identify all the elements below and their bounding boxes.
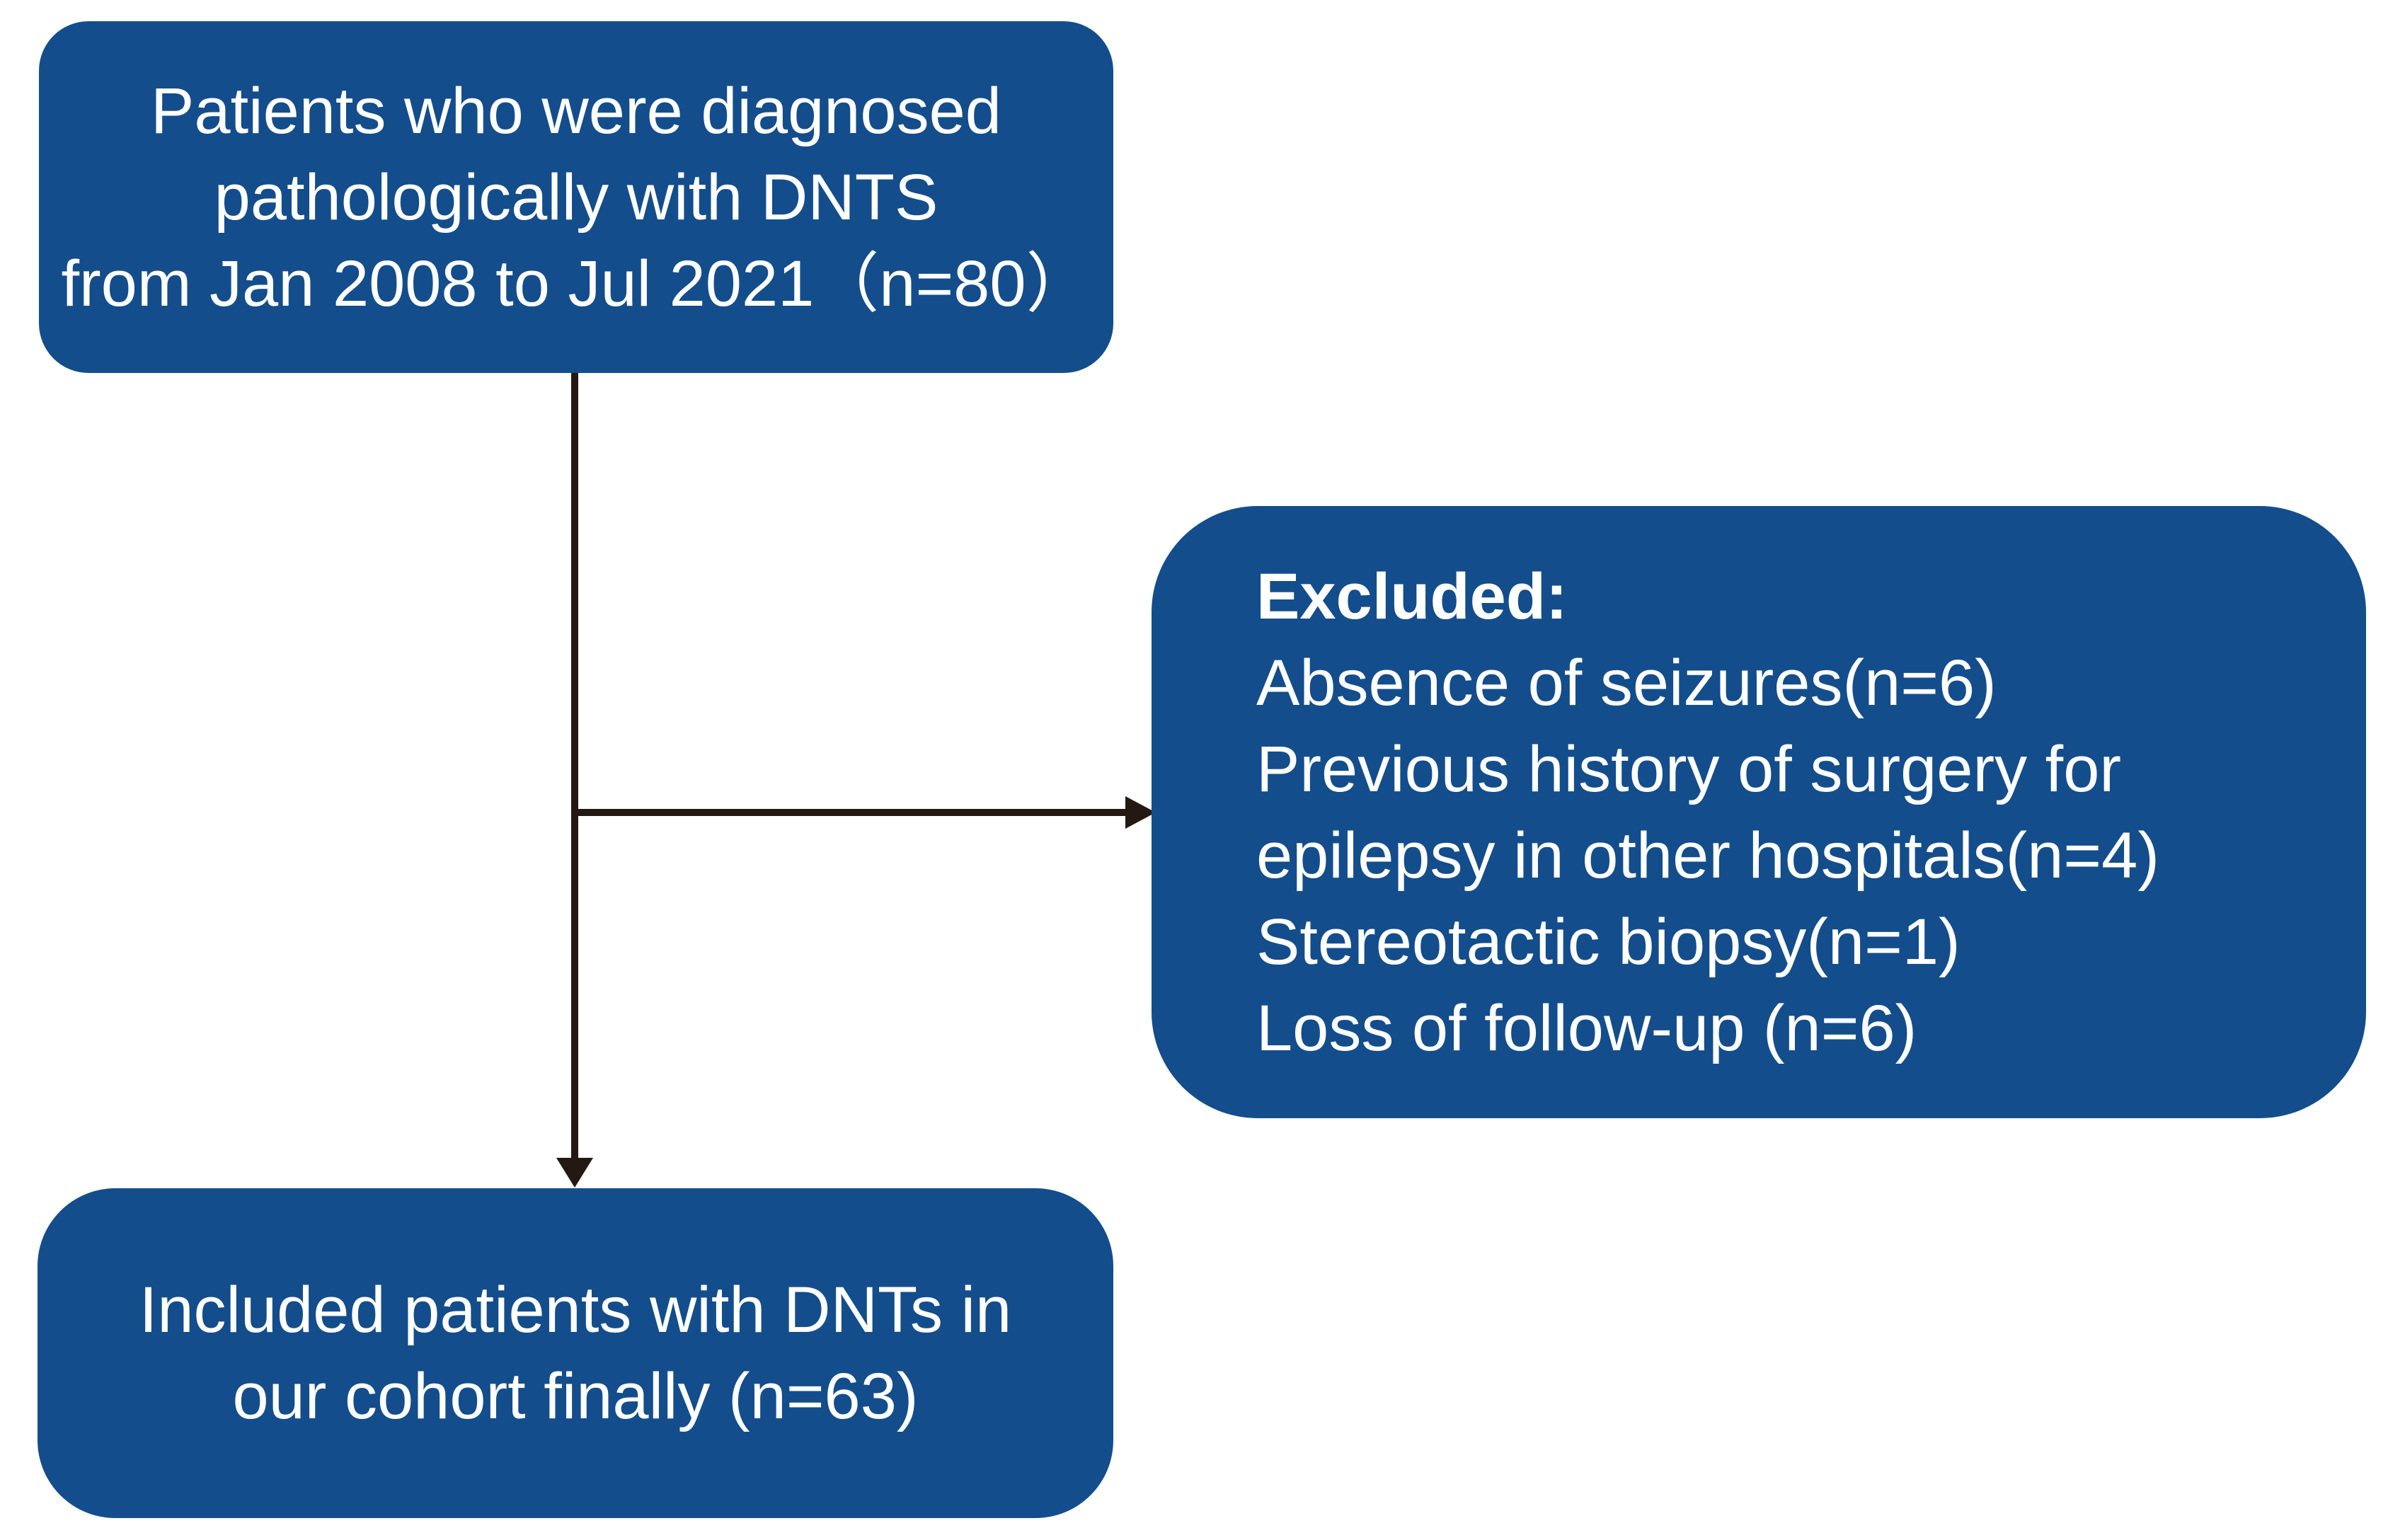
- box-initial-cohort: Patients who were diagnosed pathological…: [39, 21, 1113, 373]
- box-included-cohort: Included patients with DNTs in our cohor…: [38, 1188, 1113, 1518]
- right-arrow: [571, 796, 1156, 829]
- box-excluded: Excluded: Absence of seizures(n=6) Previ…: [1152, 506, 2366, 1118]
- initial-cohort-line: pathologically with DNTS: [214, 161, 938, 234]
- excluded-heading: Excluded:: [1256, 560, 1568, 633]
- excluded-reason-line: Loss of follow-up (n=6): [1256, 992, 1917, 1064]
- initial-cohort-line: from Jan 2008 to Jul 2021（n=80）: [61, 247, 1091, 320]
- excluded-reason-line: epilepsy in other hospitals(n=4): [1256, 819, 2159, 892]
- excluded-reason-line: Absence of seizures(n=6): [1256, 646, 1997, 719]
- excluded-reason-line: Stereotactic biopsy(n=1): [1256, 905, 1961, 978]
- excluded-reason-line: Previous history of surgery for: [1256, 732, 2122, 805]
- down-arrow: [556, 373, 593, 1188]
- included-cohort-line: Included patients with DNTs in: [139, 1274, 1012, 1346]
- included-cohort-line: our cohort finally (n=63): [232, 1360, 919, 1432]
- initial-cohort-line: Patients who were diagnosed: [151, 74, 1001, 147]
